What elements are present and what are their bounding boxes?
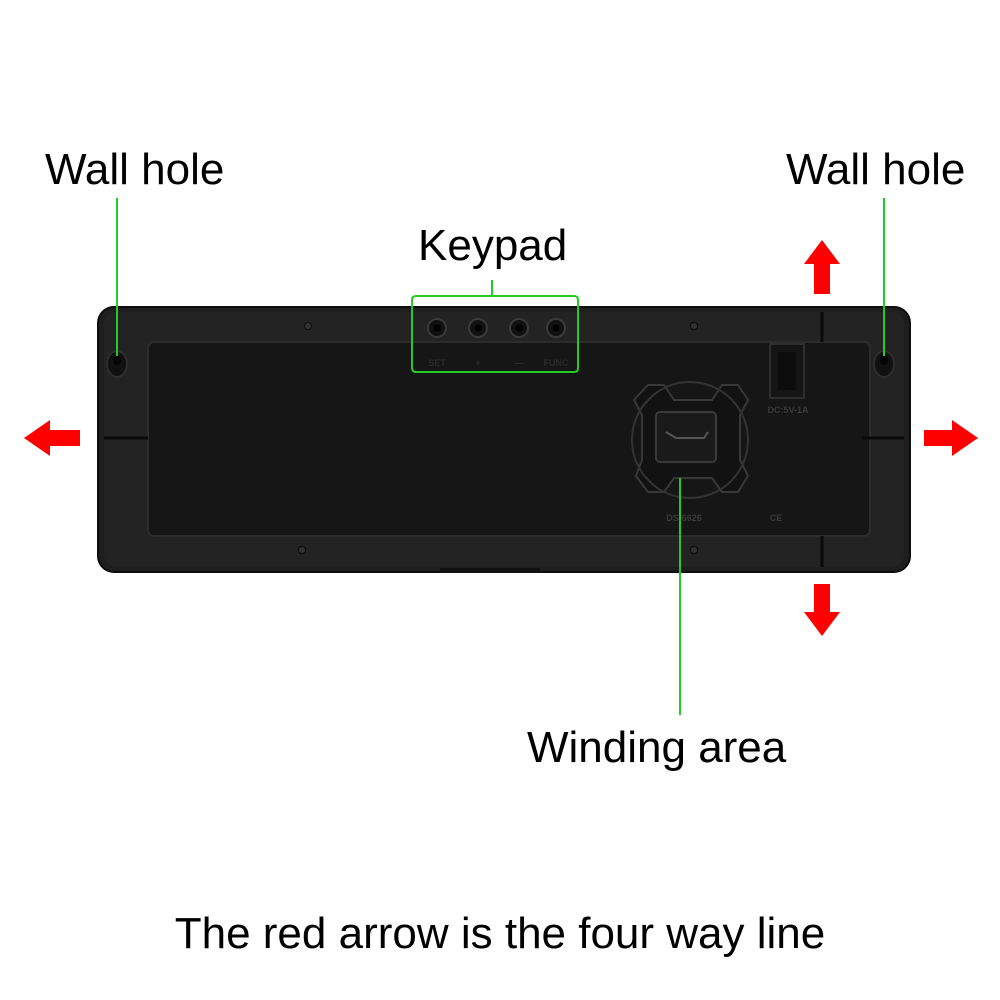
keypad-label-func: FUNC <box>544 358 569 368</box>
keypad-button-minus[interactable] <box>509 318 529 338</box>
red-arrows <box>24 240 978 636</box>
arrow-down-icon <box>804 584 840 636</box>
keypad-label-set: SET <box>428 358 446 368</box>
winding-area-label: Winding area <box>527 723 787 772</box>
keypad-label-plus: + <box>475 358 480 368</box>
keypad-label-minus: — <box>515 358 524 368</box>
keypad-button-plus[interactable] <box>468 318 488 338</box>
winding-area <box>631 381 750 499</box>
wall-hole-right-label: Wall hole <box>786 145 966 194</box>
model-number-text: DS-6626 <box>666 513 702 523</box>
ce-mark-text: CE <box>770 513 783 523</box>
keypad-button-func[interactable] <box>546 318 566 338</box>
clock-back-panel <box>97 306 911 573</box>
power-rating-text: DC:5V-1A <box>767 405 809 415</box>
keypad-label: Keypad <box>418 221 568 270</box>
wall-hole-left-label: Wall hole <box>45 145 225 194</box>
arrow-right-icon <box>924 420 978 456</box>
annotation-lines <box>116 198 885 715</box>
arrow-up-icon <box>804 240 840 294</box>
page-caption: The red arrow is the four way line <box>174 909 826 958</box>
keypad: SET + — FUNC <box>427 318 569 368</box>
arrow-left-icon <box>24 420 80 456</box>
keypad-button-set[interactable] <box>427 318 447 338</box>
